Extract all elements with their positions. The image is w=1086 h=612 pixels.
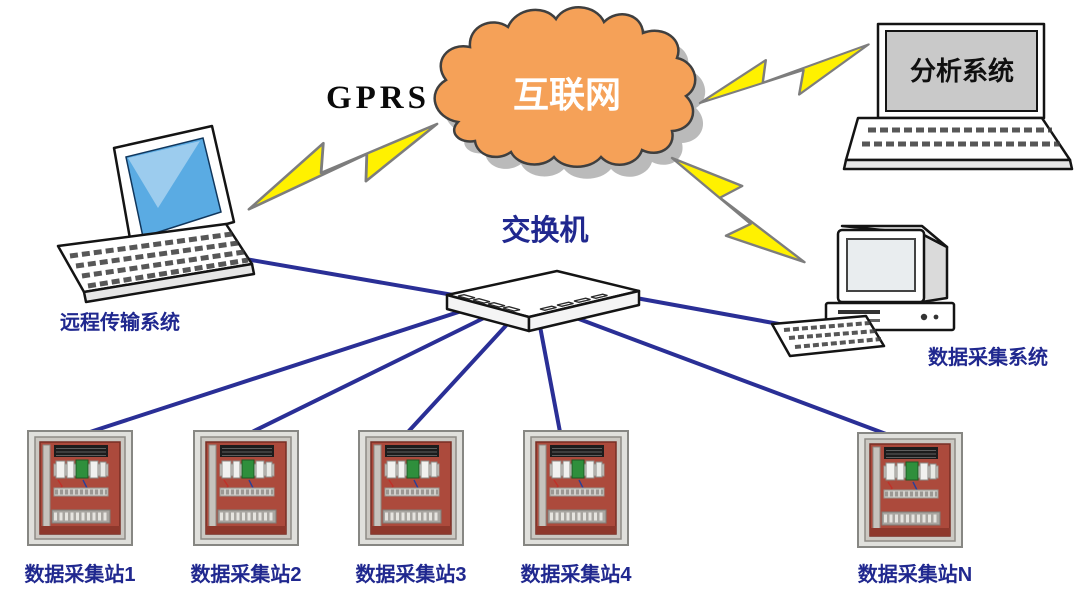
screen-glare xyxy=(128,141,200,208)
port xyxy=(502,306,521,312)
station-1-label: 数据采集站1 xyxy=(24,562,135,586)
cabinet-station-2 xyxy=(194,431,298,545)
link-switch-station-2 xyxy=(250,311,496,434)
laptop-keys xyxy=(69,231,249,289)
key-row xyxy=(81,249,245,279)
acquisition-computer xyxy=(770,224,956,358)
link-switch-station-n xyxy=(569,314,888,436)
internet-label: 互联网 xyxy=(513,74,621,115)
lightning-bolt-acquisition xyxy=(656,136,815,289)
cabinet-station-1 xyxy=(28,431,132,545)
gprs-label: GPRS xyxy=(326,80,430,116)
analysis-front-edge xyxy=(842,158,1074,171)
remote-laptop xyxy=(56,124,256,304)
port xyxy=(457,294,476,300)
link-switch-remote-laptop xyxy=(226,254,484,302)
station-3-label: 数据采集站3 xyxy=(355,562,466,586)
remote-system-label: 远程传输系统 xyxy=(60,310,180,334)
link-switch-station-1 xyxy=(88,304,479,434)
analysis-system-label: 分析系统 xyxy=(910,56,1014,86)
key-row xyxy=(794,337,882,349)
key-row xyxy=(788,329,877,340)
cabinet-station-n xyxy=(858,433,962,547)
connection-lines xyxy=(88,254,888,436)
station-4-label: 数据采集站4 xyxy=(520,562,632,586)
cabinet-station-3 xyxy=(359,431,463,545)
power-button xyxy=(920,313,928,321)
key-row xyxy=(69,231,233,259)
key-row xyxy=(75,240,239,269)
cabinet-station-4 xyxy=(524,431,628,545)
switch-ports xyxy=(457,293,608,312)
switch-label: 交换机 xyxy=(501,213,588,247)
station-2-label: 数据采集站2 xyxy=(190,562,301,586)
switch-front-right xyxy=(527,289,641,333)
analysis-screen xyxy=(885,30,1038,112)
link-switch-station-4 xyxy=(537,319,562,434)
keyboard-keys xyxy=(783,321,882,349)
port xyxy=(556,301,574,307)
key-row xyxy=(87,257,249,289)
laptop-screen xyxy=(125,137,222,238)
port xyxy=(539,305,557,311)
internet-cloud: 互联网 xyxy=(433,6,706,179)
analysis-keyboard-deck xyxy=(844,116,1072,162)
lightning-bolt-analysis xyxy=(692,31,878,122)
port xyxy=(590,293,608,299)
lightning-bolt-gprs xyxy=(234,102,449,225)
analysis-keys xyxy=(862,127,1060,147)
port xyxy=(487,302,506,308)
port xyxy=(472,298,491,304)
station-n-label: 数据采集站N xyxy=(858,562,972,586)
case-vent xyxy=(838,310,880,314)
link-switch-station-3 xyxy=(406,316,515,434)
key-row xyxy=(783,321,871,332)
monitor-screen xyxy=(846,238,916,292)
laptop-front-edge xyxy=(82,262,256,304)
reset-button xyxy=(933,314,939,320)
port xyxy=(573,297,591,303)
network-switch xyxy=(445,269,641,333)
analysis-laptop: 分析系统 xyxy=(842,22,1074,171)
acquisition-system-label: 数据采集系统 xyxy=(928,345,1048,369)
